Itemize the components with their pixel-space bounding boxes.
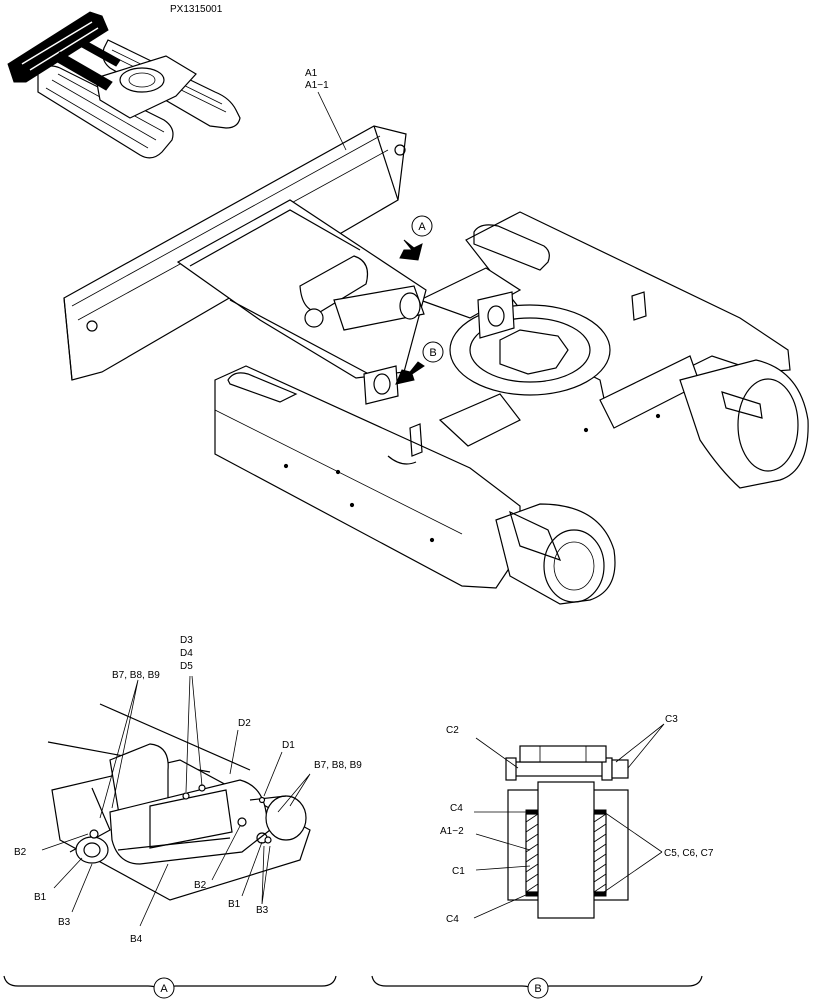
label-d2: D2 <box>238 718 251 729</box>
label-c4-top: C4 <box>450 803 463 814</box>
label-b7-b8-b9-right: B7, B8, B9 <box>314 760 362 771</box>
detail-marker-a-text: A <box>418 221 426 233</box>
bushing-left <box>525 813 539 893</box>
label-b2-left: B2 <box>14 847 27 858</box>
label-d5: D5 <box>180 661 193 672</box>
detail-b-caption-text: B <box>534 983 541 995</box>
label-d3: D3 <box>180 635 193 646</box>
label-a1: A1 <box>305 68 318 79</box>
label-b2-right: B2 <box>194 880 207 891</box>
label-a1-1: A1−1 <box>305 80 329 91</box>
label-b7-b8-b9-left: B7, B8, B9 <box>112 670 160 681</box>
bushing-right <box>593 813 607 893</box>
detail-marker-a[interactable]: A <box>411 215 433 237</box>
detail-a-caption: A <box>153 977 175 999</box>
detail-b-leaders <box>473 723 665 919</box>
label-b4: B4 <box>130 934 143 945</box>
drawing-number: PX1315001 <box>170 4 223 15</box>
label-b3-left: B3 <box>58 917 71 928</box>
label-d1: D1 <box>282 740 295 751</box>
overview-thumbnail <box>7 11 241 159</box>
label-d4: D4 <box>180 648 193 659</box>
detail-a-drawing <box>47 703 311 901</box>
label-b3-right: B3 <box>256 905 269 916</box>
detail-marker-b[interactable]: B <box>422 341 444 363</box>
label-c1: C1 <box>452 866 465 877</box>
label-a1-2: A1−2 <box>440 826 464 837</box>
label-c3: C3 <box>665 714 678 725</box>
main-assembly-view <box>63 91 809 605</box>
label-c2: C2 <box>446 725 459 736</box>
label-c5-c6-c7: C5, C6, C7 <box>664 848 714 859</box>
detail-a-leaders <box>41 675 311 927</box>
label-b1-right: B1 <box>228 899 241 910</box>
detail-b-drawing <box>505 745 629 919</box>
detail-b-caption: B <box>527 977 549 999</box>
detail-a-caption-text: A <box>160 983 168 995</box>
label-b1-left: B1 <box>34 892 47 903</box>
label-c4-bottom: C4 <box>446 914 459 925</box>
detail-marker-b-text: B <box>429 347 436 359</box>
